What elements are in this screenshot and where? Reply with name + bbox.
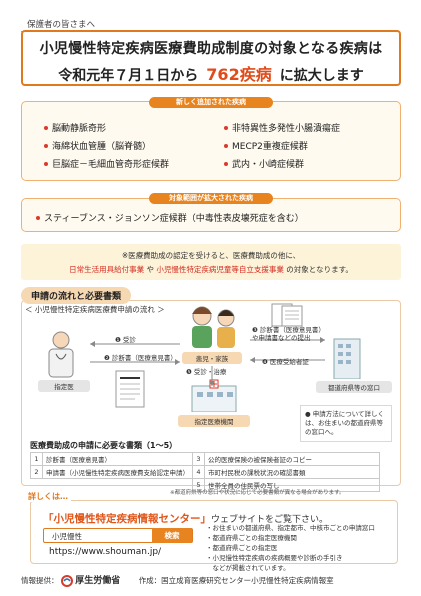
new-diseases-heading: 新しく追加された疾病: [149, 97, 273, 108]
step-3-label: ❸ 診断書（医療意見書）や申請書などの提出: [252, 326, 322, 342]
disease-item: 巨脳症－毛細血管奇形症候群: [44, 157, 169, 170]
hospital-icon: [191, 379, 237, 412]
doctor-label: 指定医: [38, 380, 90, 392]
info-center-box: 「小児慢性特定疾病情報センター」ウェブサイトをご覧下さい。 小児慢性 検索 ht…: [30, 500, 398, 572]
office-label: 都道府県等の窓口: [316, 381, 392, 393]
search-input[interactable]: 小児慢性: [52, 532, 82, 541]
disease-item: 海綿状血管腫（脳脊髄）: [44, 139, 151, 152]
info-center-title: 「小児慢性特定疾病情報センター」ウェブサイトをご覧下さい。: [43, 513, 329, 525]
search-box[interactable]: 小児慢性 検索: [43, 528, 193, 543]
website-url[interactable]: https://www.shouman.jp/: [49, 547, 162, 557]
step-5-label: ❺ 受診・治療: [186, 368, 227, 376]
benefit-note: ※医療費助成の認定を受けると、医療費助成の他に、 日常生活用具給付事業 や 小児…: [21, 244, 401, 280]
detail-heading: 詳しくは…: [25, 491, 71, 502]
new-diseases-box: [21, 101, 401, 181]
documents-icon: [271, 303, 303, 327]
expanded-diseases-heading: 対象範囲が拡大された疾病: [149, 193, 273, 204]
disease-item: 脳動静脈奇形: [44, 121, 106, 134]
certificate-form-icon: [115, 370, 145, 408]
step-1-label: ❶ 受診: [115, 336, 136, 344]
step-4-label: ❹ 医療受給者証: [262, 358, 309, 366]
patient-family-label: 患児・家族: [182, 352, 242, 364]
docs-footnote: ※都道府県等の窓口や状況に応じて必要書類が異なる場合があります。: [170, 490, 345, 496]
ministry-name: 厚生労働省: [75, 576, 121, 586]
flow-subheading: ＜ 小児慢性特定疾病医療費申請の流れ ＞: [25, 305, 165, 314]
doctor-icon: [48, 331, 74, 378]
ministry-logo-icon: [60, 575, 73, 587]
disease-count: 762疾病: [206, 65, 272, 84]
flow-heading: 申請の流れと必要書類: [21, 287, 132, 304]
daily-equipment-program: 日常生活用具給付事業: [69, 265, 145, 274]
footer: 情報提供： 厚生労働省 作成：国立成育医療研究センター小児慢性特定疾病情報室: [21, 575, 334, 587]
family-icon: [192, 306, 235, 348]
author-credit: 作成：国立成育医療研究センター小児慢性特定疾病情報室: [138, 576, 334, 585]
required-docs-title: 医療費助成の申請に必要な書類（1～5）: [30, 441, 178, 450]
application-side-note: ● 申請方法について詳しくは、お住まいの都道府県等の窓口へ。: [300, 405, 392, 442]
step-2-label: ❷ 診断書（医療意見書）: [104, 354, 177, 362]
search-button[interactable]: 検索: [152, 528, 192, 543]
flow-arrows: [90, 337, 325, 386]
disease-item: MECP2重複症候群: [224, 139, 308, 152]
independence-support-program: 小児慢性特定疾病児童等自立支援事業: [156, 265, 284, 274]
hospital-label: 指定医療機関: [178, 415, 250, 427]
expanded-item: スティーブンス・ジョンソン症候群（中毒性表皮壊死症を含む）: [36, 211, 304, 224]
disease-item: 武内・小崎症候群: [224, 157, 304, 170]
office-building-icon: [333, 338, 361, 379]
title-line-1: 小児慢性特定疾病医療費助成制度の対象となる疾病は: [39, 41, 383, 57]
disease-item: 非特異性多発性小腸潰瘍症: [224, 121, 340, 134]
website-contents-list: ・お住まいの都道府県、指定都市、中核市ごとの申請窓口 ・都道府県ごとの指定医療機…: [206, 524, 375, 572]
